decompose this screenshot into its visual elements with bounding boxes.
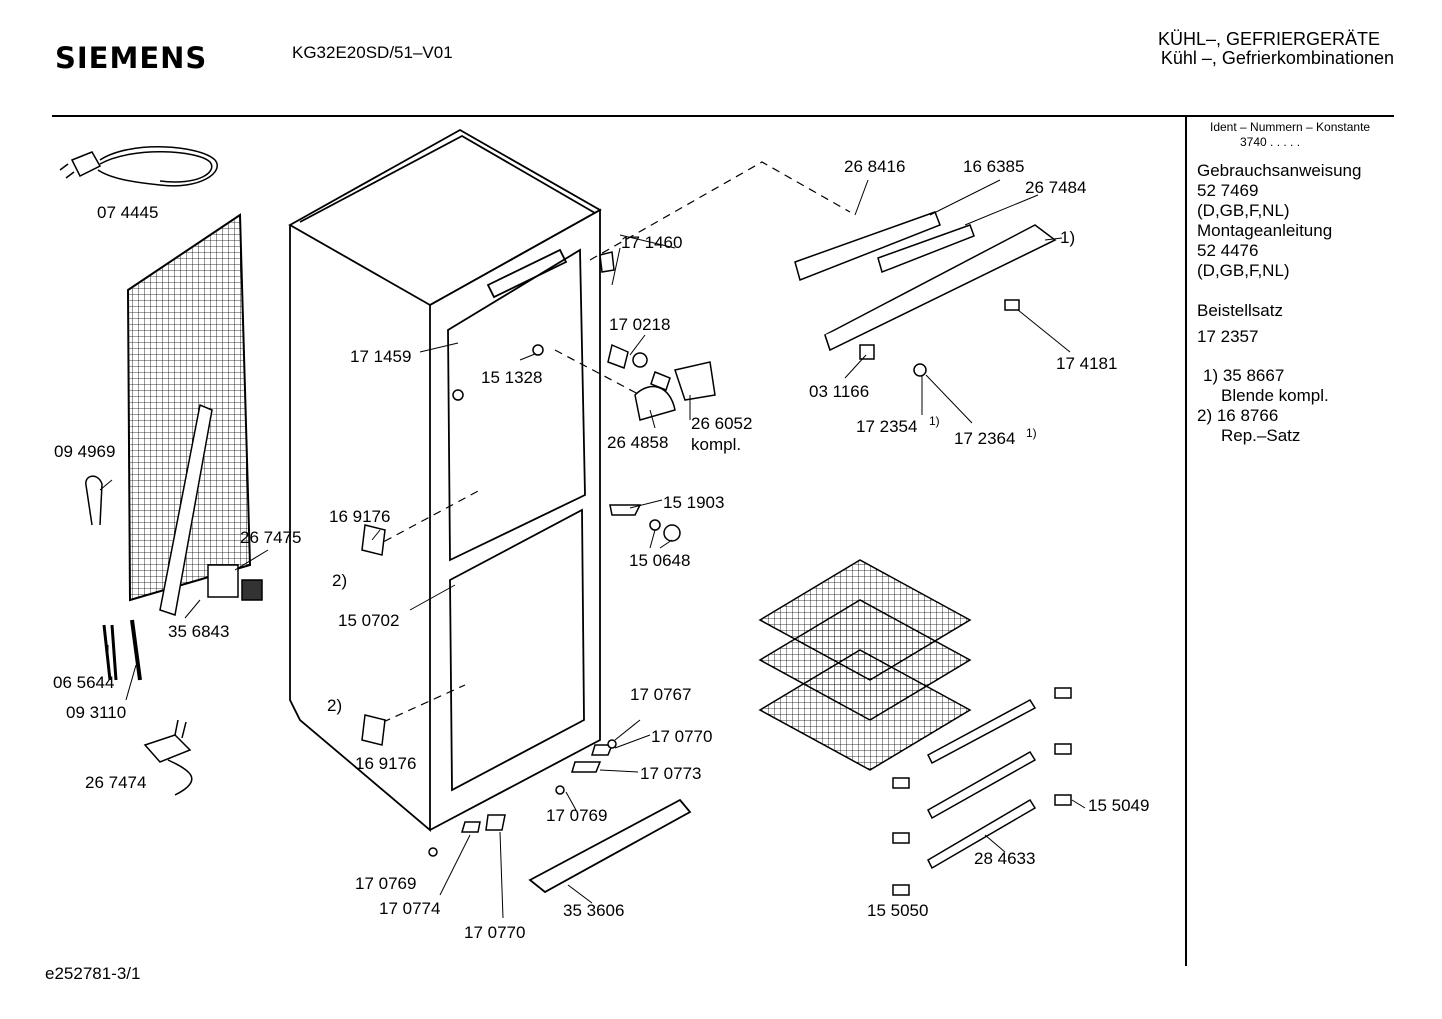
shelves-part [758, 559, 972, 771]
control-panel-part [794, 211, 1057, 377]
part-label: 15 5049 [1088, 796, 1149, 815]
reference-note: 2) [332, 571, 347, 590]
install-label: Montageanleitung [1197, 221, 1333, 240]
transformer-part [143, 719, 193, 796]
reference-note: 1) [1060, 228, 1075, 247]
part-label: 03 1166 [809, 382, 869, 401]
manual-number: 52 7469 [1197, 181, 1259, 200]
part-label: 17 0769 [546, 806, 607, 825]
document-id: e252781-3/1 [45, 964, 141, 983]
hose-part [85, 475, 103, 526]
model-number: KG32E20SD/51–V01 [292, 43, 453, 62]
part-label: 17 2364 [954, 429, 1015, 448]
part-label: 17 0774 [379, 899, 440, 918]
part-label: 17 1460 [621, 233, 682, 252]
part-label: 17 2354 [856, 417, 917, 436]
reference-note: 2) [327, 696, 342, 715]
part-label: 26 4858 [607, 433, 668, 452]
cabinet-part [288, 128, 602, 832]
part-label: 26 8416 [844, 157, 905, 176]
part-label: 17 0770 [651, 727, 712, 746]
siemens-logo: SIEMENS [55, 41, 208, 75]
sensor-part [102, 624, 118, 681]
part-label: 16 9176 [355, 754, 416, 773]
part-label: 26 7474 [85, 773, 146, 792]
part-label: 16 9176 [329, 507, 390, 526]
ident-header: Ident – Nummern – Konstante [1210, 120, 1371, 134]
thermal-fuse-part [130, 619, 142, 681]
note1-text: Blende kompl. [1221, 386, 1329, 405]
part-label: 17 0218 [609, 315, 670, 334]
door-bar-part [528, 798, 692, 894]
part-label: 15 0702 [338, 611, 399, 630]
part-label: 26 7475 [240, 528, 301, 547]
note2-number: 2) 16 8766 [1197, 406, 1279, 425]
reference-superscript: 1) [1026, 426, 1037, 440]
part-label: 26 7484 [1025, 178, 1086, 197]
part-label-note: kompl. [691, 435, 741, 454]
install-number: 52 4476 [1197, 241, 1259, 260]
part-label: 28 4633 [974, 849, 1035, 868]
part-label: 17 0767 [630, 685, 691, 704]
part-label: 26 6052 [691, 414, 752, 433]
part-label: 15 5050 [867, 901, 928, 920]
part-label: 15 0648 [629, 551, 690, 570]
part-label: 35 3606 [563, 901, 624, 920]
install-languages: (D,GB,F,NL) [1197, 261, 1290, 280]
note2-text: Rep.–Satz [1221, 426, 1301, 445]
category-title: KÜHL–, GEFRIERGERÄTE [1157, 29, 1380, 49]
manual-label: Gebrauchsanweisung [1197, 161, 1362, 180]
part-label: 09 3110 [66, 703, 126, 722]
kit-label: Beistellsatz [1197, 301, 1283, 320]
part-label: 07 4445 [97, 203, 158, 222]
part-label: 17 0769 [355, 874, 416, 893]
category-subtitle: Kühl –, Gefrierkombinationen [1160, 48, 1394, 68]
kit-number: 17 2357 [1197, 327, 1259, 346]
part-label: 35 6843 [168, 622, 229, 641]
dashed-leaders [369, 161, 851, 729]
part-label: 09 4969 [54, 442, 115, 461]
hinge-parts [428, 739, 617, 857]
manual-languages: (D,GB,F,NL) [1197, 201, 1290, 220]
part-label: 16 6385 [963, 157, 1024, 176]
shelf-trims-part [892, 687, 1072, 896]
pipe-part [159, 403, 213, 616]
reference-superscript: 1) [929, 414, 940, 428]
leader-lines [99, 179, 1086, 919]
evaporator-parts [361, 251, 716, 746]
part-label: 17 1459 [350, 347, 411, 366]
power-cord-part [59, 146, 218, 187]
part-label: 17 0773 [640, 764, 701, 783]
part-label: 06 5644 [53, 673, 114, 692]
part-label: 17 0770 [464, 923, 525, 942]
part-label: 15 1903 [663, 493, 724, 512]
konstante-value: 3740 . . . . . [1240, 135, 1301, 149]
relay-part [207, 564, 263, 601]
note1-number: 1) 35 8667 [1203, 366, 1285, 385]
condenser-part [126, 213, 252, 602]
part-label: 17 4181 [1056, 354, 1117, 373]
part-label: 15 1328 [481, 368, 542, 387]
